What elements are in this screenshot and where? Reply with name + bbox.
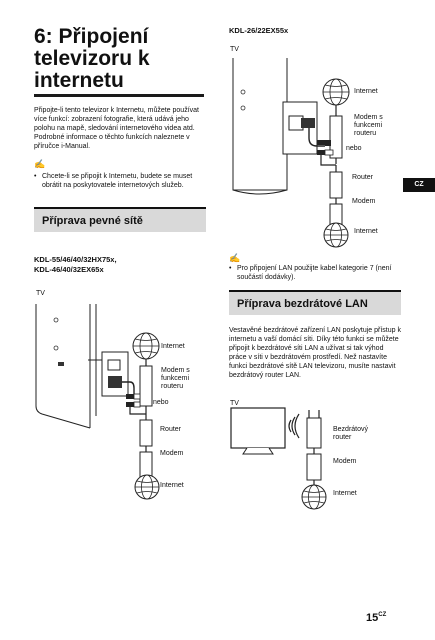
diagram-wired-small-tv: [232, 58, 350, 236]
label-or: nebo: [153, 399, 169, 406]
globe-icon-internet-bottom: [323, 222, 349, 248]
language-tab: CZ: [403, 178, 435, 192]
label-modem: Modem: [160, 450, 184, 457]
tv-icon: [230, 407, 286, 449]
note-1-text: Chcete-li se připojit k Internetu, budet…: [42, 173, 193, 189]
label-wireless-router-line2: router: [333, 434, 352, 441]
note-2-text: Pro připojení LAN použijte kabel kategor…: [237, 265, 392, 281]
router-device: [139, 419, 153, 447]
globe-icon-internet-top: [322, 78, 350, 106]
tv-label: TV: [230, 46, 239, 53]
tv-back-outline: [232, 58, 288, 191]
label-or: nebo: [346, 145, 362, 152]
tv-label: TV: [36, 290, 45, 297]
globe-icon-internet-bottom: [134, 474, 160, 500]
page-number: 15CZ: [366, 612, 386, 624]
wireless-router-device: [306, 417, 322, 449]
note-1: • Chcete-li se připojit k Internetu, bud…: [34, 172, 206, 190]
label-internet-bottom: Internet: [354, 228, 378, 235]
intro-text: Připojte-li tento televizor k Internetu,…: [34, 107, 199, 150]
modem-router-device: [139, 365, 153, 407]
page-language: CZ: [378, 612, 387, 618]
section-wired-heading: Příprava pevné sítě: [34, 207, 206, 232]
label-modem: Modem: [333, 458, 357, 465]
label-modem-router-line3: routeru: [354, 130, 377, 137]
tv-label: TV: [230, 400, 239, 407]
label-modem-router-line3: routeru: [161, 383, 184, 390]
models-left-line2: KDL-46/40/32EX65x: [34, 265, 104, 274]
models-left-line1: KDL-55/46/40/32HX75x,: [34, 255, 117, 264]
label-router: Router: [352, 174, 374, 181]
tv-back-outline: [35, 304, 91, 429]
note-pencil-icon: ✍: [34, 159, 46, 169]
lan-port-panel: [101, 351, 129, 397]
wireless-text: Vestavěné bezdrátové zařízení LAN poskyt…: [229, 327, 401, 379]
section-wireless-heading: Příprava bezdrátové LAN: [229, 290, 401, 315]
title-rule: [34, 94, 204, 97]
note-pencil-icon: ✍: [229, 253, 241, 263]
label-modem: Modem: [352, 198, 376, 205]
label-wireless-router-line1: Bezdrátový: [333, 426, 369, 433]
globe-icon-internet-top: [132, 332, 160, 360]
label-internet: Internet: [333, 490, 357, 497]
wifi-waves-icon: [288, 413, 300, 439]
page-number-value: 15: [366, 612, 379, 624]
label-modem-router-line2: funkcemi: [354, 122, 383, 129]
router-device: [329, 171, 343, 199]
label-internet-bottom: Internet: [160, 482, 184, 489]
label-internet-top: Internet: [354, 88, 378, 95]
globe-icon-internet: [301, 484, 327, 510]
label-router: Router: [160, 426, 182, 433]
label-modem-router-line2: funkcemi: [161, 375, 190, 382]
note-2: • Pro připojení LAN použijte kabel kateg…: [229, 264, 401, 282]
label-internet-top: Internet: [161, 343, 185, 350]
page-title: 6: Připojení televizoru k internetu: [34, 25, 150, 92]
modem-device: [306, 453, 322, 481]
model-right: KDL-26/22EX55x: [229, 26, 289, 35]
diagram-wireless: [230, 407, 322, 488]
label-modem-router-line1: Modem s: [161, 367, 190, 374]
diagram-wired-large-tv: [35, 304, 160, 486]
label-modem-router-line1: Modem s: [354, 114, 383, 121]
